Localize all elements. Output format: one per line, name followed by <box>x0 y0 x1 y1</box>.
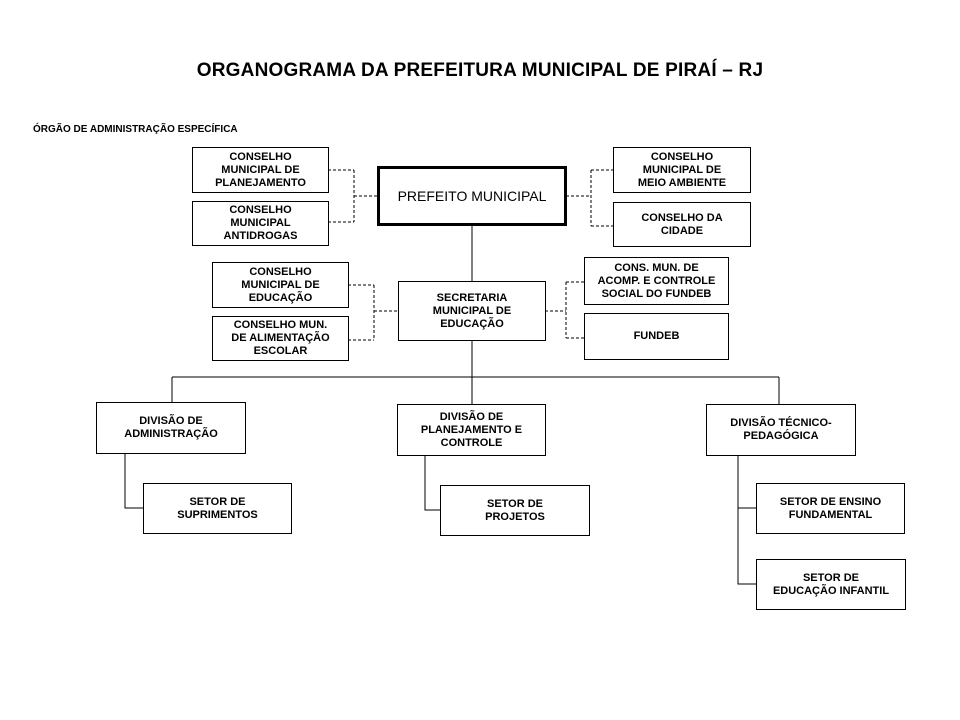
node-divisao-planejamento: DIVISÃO DE PLANEJAMENTO E CONTROLE <box>397 404 546 456</box>
node-divisao-tecnico-pedagogica: DIVISÃO TÉCNICO- PEDAGÓGICA <box>706 404 856 456</box>
line-plan-projetos <box>424 455 441 511</box>
node-conselho-meio-ambiente: CONSELHO MUNICIPAL DE MEIO AMBIENTE <box>613 147 751 193</box>
node-setor-educacao-infantil: SETOR DE EDUCAÇÃO INFANTIL <box>756 559 906 610</box>
node-conselho-fundeb: CONS. MUN. DE ACOMP. E CONTROLE SOCIAL D… <box>584 257 729 305</box>
node-setor-ensino-fundamental: SETOR DE ENSINO FUNDAMENTAL <box>756 483 905 534</box>
node-fundeb: FUNDEB <box>584 313 729 360</box>
node-setor-suprimentos: SETOR DE SUPRIMENTOS <box>143 483 292 534</box>
node-conselho-educacao: CONSELHO MUNICIPAL DE EDUCAÇÃO <box>212 262 349 308</box>
node-conselho-planejamento: CONSELHO MUNICIPAL DE PLANEJAMENTO <box>192 147 329 193</box>
node-conselho-antidrogas: CONSELHO MUNICIPAL ANTIDROGAS <box>192 201 329 246</box>
line-tec-infantil <box>737 508 757 585</box>
page-title: ORGANOGRAMA DA PREFEITURA MUNICIPAL DE P… <box>196 60 764 81</box>
node-conselho-cidade: CONSELHO DA CIDADE <box>613 202 751 247</box>
node-prefeito-municipal: PREFEITO MUNICIPAL <box>377 166 567 226</box>
node-secretaria-educacao: SECRETARIA MUNICIPAL DE EDUCAÇÃO <box>398 281 546 341</box>
node-conselho-alimentacao: CONSELHO MUN. DE ALIMENTAÇÃO ESCOLAR <box>212 316 349 361</box>
section-subtitle: ÓRGÃO DE ADMINISTRAÇÃO ESPECÍFICA <box>33 124 238 135</box>
line-admin-suprimentos <box>124 453 144 509</box>
node-divisao-administracao: DIVISÃO DE ADMINISTRAÇÃO <box>96 402 246 454</box>
line-tec-fundamental <box>737 455 757 509</box>
node-setor-projetos: SETOR DE PROJETOS <box>440 485 590 536</box>
